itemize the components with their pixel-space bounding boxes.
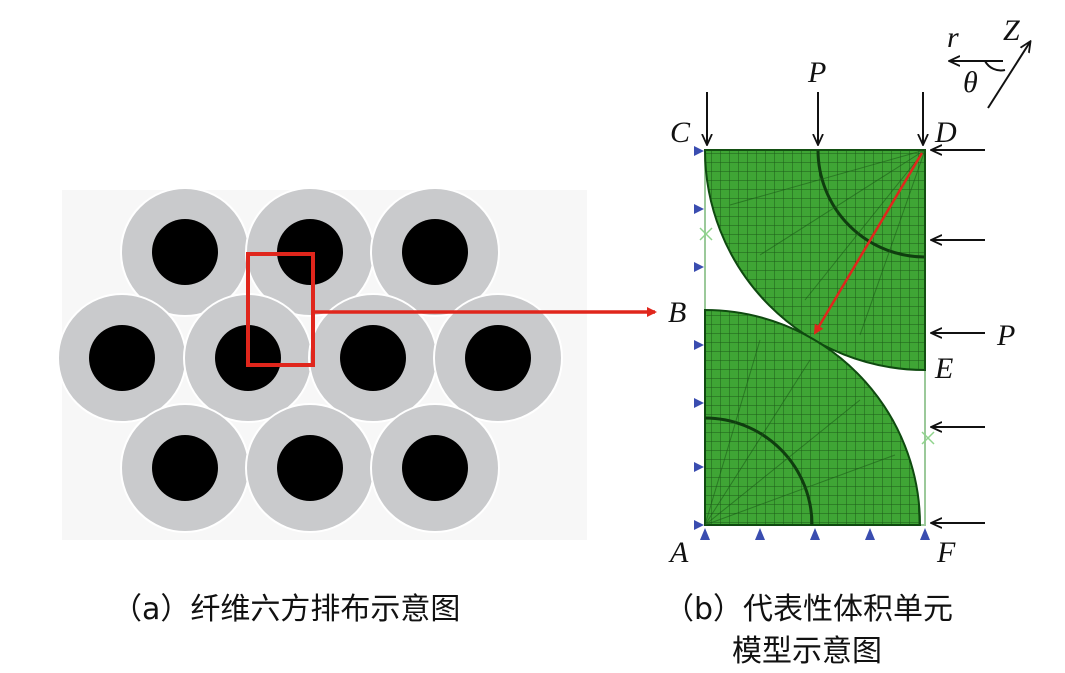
panel-a-caption: （a）纤维六方排布示意图 [112, 592, 461, 627]
panel-b-caption-line1: （b）代表性体积单元 [664, 592, 954, 627]
point-label-d: D [934, 116, 957, 149]
bottom-edge-supports [700, 528, 930, 540]
upper-fiber-core-boundary [816, 149, 926, 259]
left-edge-supports [694, 146, 704, 530]
fiber-core [402, 435, 468, 501]
axis-label-theta: θ [963, 66, 978, 99]
load-label-top: P [807, 56, 826, 89]
fiber-row-top [120, 187, 500, 317]
upper-fiber-mesh [703, 149, 926, 372]
upper-fiber-radial-lines [705, 149, 926, 370]
fiber-core [89, 325, 155, 391]
fiber-core [152, 219, 218, 285]
support-marker [865, 528, 875, 540]
support-marker [694, 462, 704, 472]
support-marker [694, 204, 704, 214]
axis-label-r: r [947, 21, 959, 54]
constraint-cross [921, 431, 935, 445]
fiber-core [277, 435, 343, 501]
fiber-row-bottom [120, 403, 500, 533]
support-marker [694, 262, 704, 272]
fiber-core [465, 325, 531, 391]
z-axis-arrow [987, 42, 1030, 109]
point-label-a: A [668, 536, 689, 569]
fiber-core [340, 325, 406, 391]
support-marker [810, 528, 820, 540]
theta-arc [984, 60, 1006, 72]
contact-direction-arrow [813, 152, 924, 335]
top-load-arrows [707, 92, 923, 144]
point-label-b: B [668, 296, 686, 329]
point-label-e: E [934, 352, 953, 385]
right-load-arrows [932, 150, 985, 523]
constraint-crosses [699, 227, 935, 445]
lower-fiber-radial-lines [704, 339, 896, 526]
support-marker [694, 340, 704, 350]
rve-model-panel: C D B E A F P P r Z θ [668, 14, 1030, 569]
rve-selection-box [246, 252, 315, 367]
support-marker [694, 398, 704, 408]
support-marker [700, 528, 710, 540]
support-marker [694, 520, 704, 530]
point-label-c: C [670, 116, 691, 149]
panel-b-caption-line2: 模型示意图 [732, 634, 882, 669]
fiber-array-panel [57, 187, 657, 540]
lower-fiber-core-boundary [704, 416, 814, 526]
axis-label-z: Z [1003, 14, 1020, 47]
lower-fiber-mesh [704, 308, 922, 526]
point-label-f: F [936, 536, 956, 569]
support-marker [755, 528, 765, 540]
coordinate-axes [950, 42, 1030, 109]
fiber-core [402, 219, 468, 285]
support-marker [920, 528, 930, 540]
fiber-core [152, 435, 218, 501]
constraint-cross [699, 227, 713, 241]
load-label-right: P [996, 319, 1015, 352]
support-marker [694, 146, 704, 156]
